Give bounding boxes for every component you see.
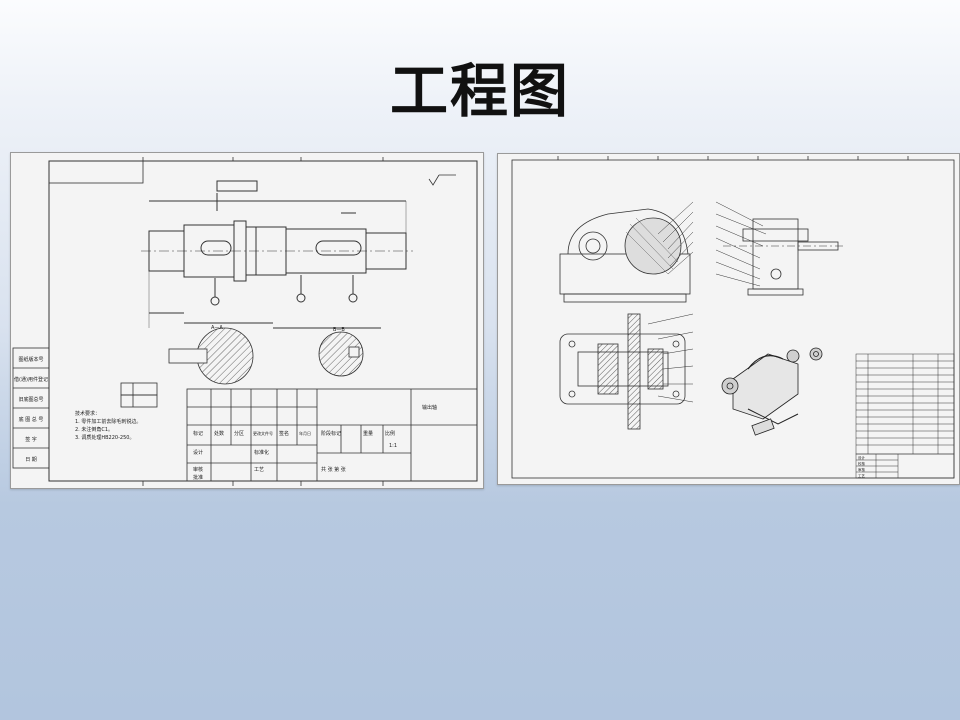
leader-lines <box>657 201 767 287</box>
tb-cell-9: 工艺 <box>254 467 264 473</box>
tb-cell-15: 共 张 第 张 <box>321 466 346 473</box>
tb-cell-11: 阶段标记 <box>321 430 341 437</box>
section-views: A—A B—B <box>168 325 364 385</box>
tb-cell-4: 签名 <box>279 430 289 437</box>
shaft-main-view <box>141 180 413 329</box>
left-col-4: 签 字 <box>25 436 37 443</box>
note-3: 3. 调质处理HB220-250。 <box>75 434 134 441</box>
title-block: 输出轴 标记 处数 分区 更改文件号 签名 年月日 设计 标准化 审核 工艺 批… <box>186 388 478 482</box>
technical-notes: 技术要求： 1. 零件加工前去除毛刺锐边。 2. 未注倒角C1。 3. 调质处理… <box>75 410 141 441</box>
top-section-view <box>559 313 694 430</box>
tb-cell-1: 处数 <box>214 430 224 437</box>
left-col-5: 日 期 <box>25 457 37 463</box>
roughness-symbol <box>428 174 456 186</box>
asm-tb-1: 校核 <box>858 461 866 466</box>
front-view <box>559 208 691 303</box>
asm-tb-2: 审核 <box>858 467 866 472</box>
section-label-b: B—B <box>333 327 345 333</box>
title-block-name: 输出轴 <box>422 404 437 411</box>
bom-table <box>855 353 955 455</box>
tb-cell-5: 年月日 <box>299 430 311 436</box>
assembly-title-block: 设计 校核 审核 工艺 <box>855 453 955 479</box>
tb-cell-6: 设计 <box>193 449 203 456</box>
note-1: 1. 零件加工前去除毛刺锐边。 <box>75 418 141 425</box>
left-col-3: 底 图 总 号 <box>19 416 44 423</box>
tolerance-frame <box>120 382 158 408</box>
zone-ticks <box>142 157 384 486</box>
left-col-1: 借(通)用件登记 <box>14 376 48 383</box>
tb-cell-0: 标记 <box>193 430 203 437</box>
tb-cell-8: 审核 <box>193 466 203 473</box>
slide-title: 工程图 <box>389 57 570 125</box>
part-drawing-svg: 图纸版本号 借(通)用件登记 旧底图总号 底 图 总 号 签 字 日 期 <box>12 157 478 486</box>
left-column-table: 图纸版本号 借(通)用件登记 旧底图总号 底 图 总 号 签 字 日 期 <box>12 347 50 469</box>
section-label-a: A—A <box>211 325 223 331</box>
tb-cell-12: 重量 <box>363 430 373 437</box>
left-col-0: 图纸版本号 <box>18 356 43 363</box>
side-view <box>723 218 843 296</box>
tb-cell-3: 更改文件号 <box>253 430 273 436</box>
asm-tb-3: 工艺 <box>858 473 866 478</box>
tb-cell-7: 标准化 <box>254 449 269 456</box>
assembly-drawing-image: 设计 校核 审核 工艺 <box>497 153 960 485</box>
assembly-drawing-svg: 设计 校核 审核 工艺 <box>511 156 955 479</box>
tb-cell-14: 1:1 <box>389 443 397 449</box>
left-col-2: 旧底图总号 <box>18 396 43 403</box>
tb-cell-10: 批准 <box>193 474 203 481</box>
isometric-view <box>721 347 823 436</box>
tb-cell-13: 比例 <box>385 430 395 437</box>
asm-tb-0: 设计 <box>858 455 866 460</box>
zone-ticks <box>557 156 909 160</box>
part-drawing-image: 图纸版本号 借(通)用件登记 旧底图总号 底 图 总 号 签 字 日 期 <box>10 152 484 489</box>
tb-cell-2: 分区 <box>234 430 244 437</box>
note-2: 2. 未注倒角C1。 <box>75 426 113 433</box>
note-0: 技术要求： <box>75 410 100 417</box>
